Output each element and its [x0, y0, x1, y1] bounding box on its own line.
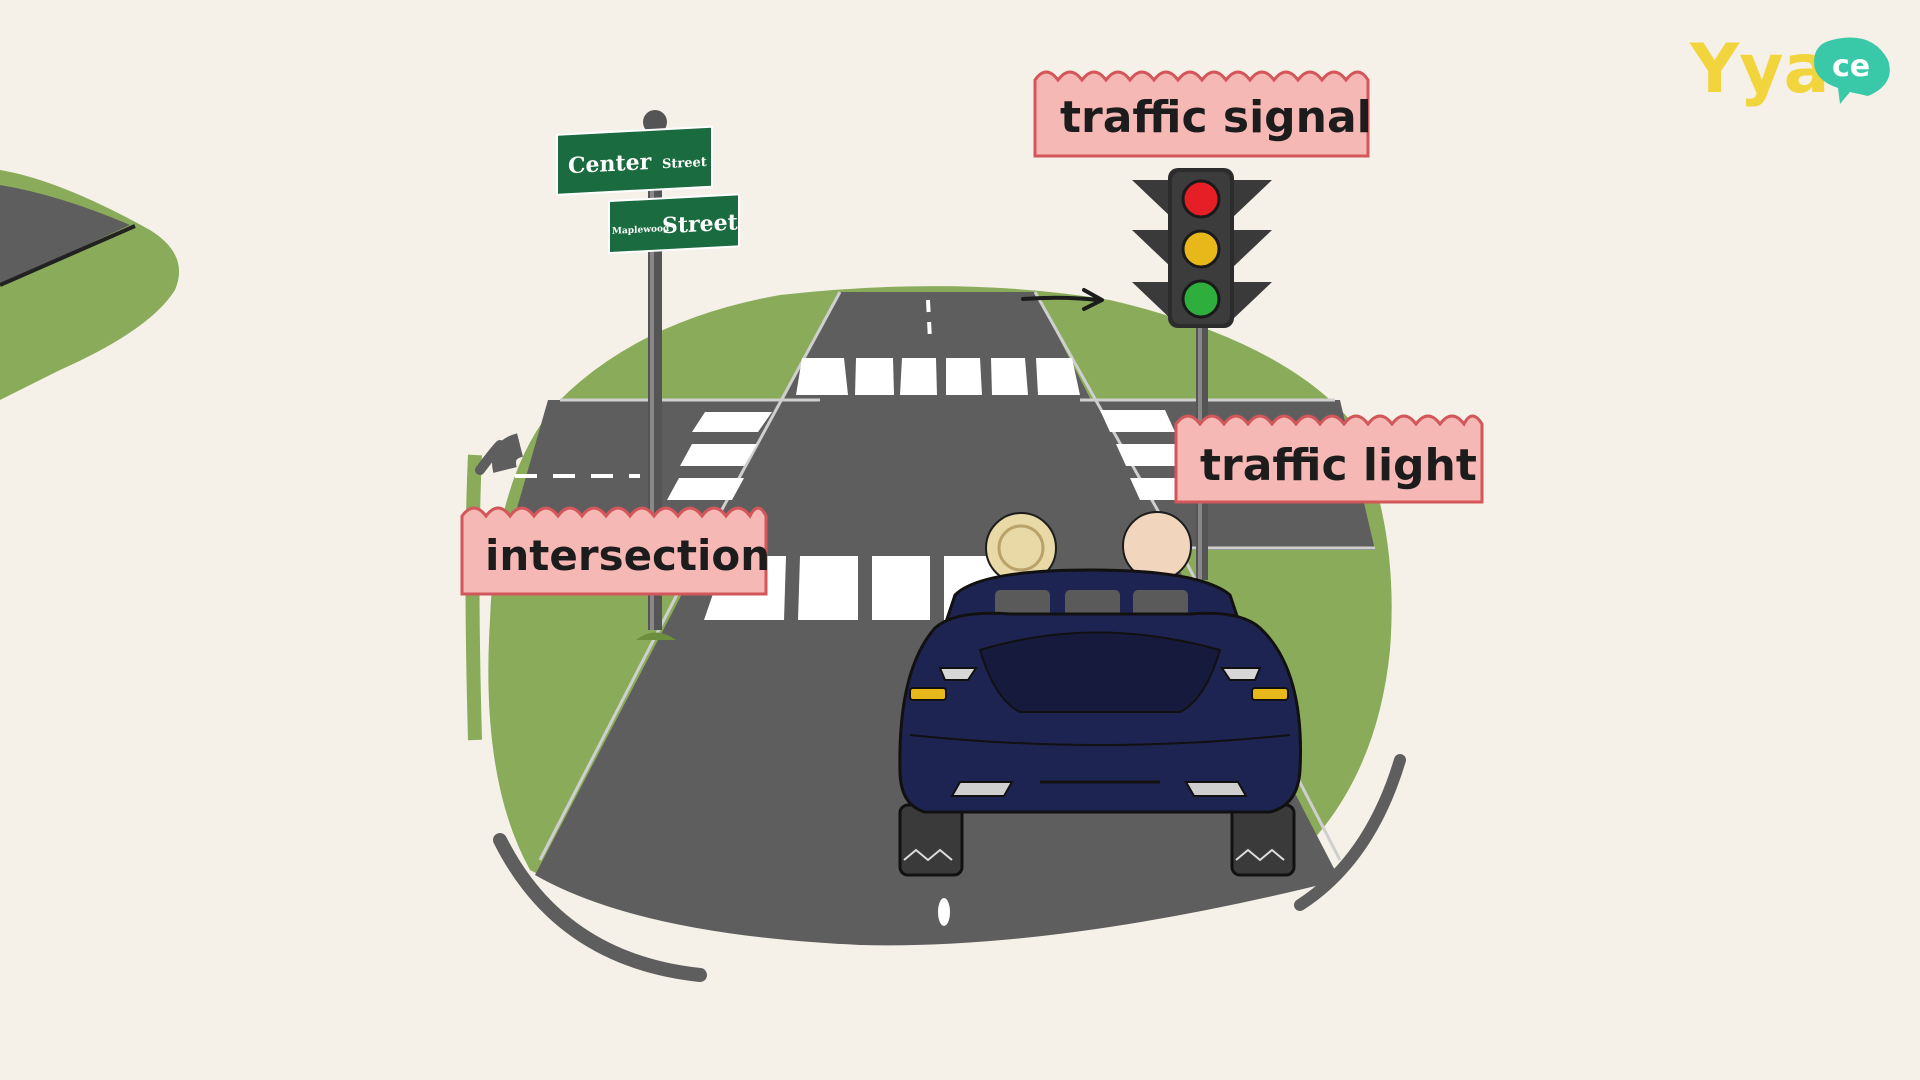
traffic-light-label: traffic light — [1174, 414, 1484, 504]
intersection-label-text: intersection — [485, 531, 770, 580]
street-sign-maplewood-name: Maplewood — [612, 224, 670, 237]
signal-yellow-lamp — [1181, 229, 1221, 269]
street-sign-center-suffix: Street — [662, 155, 707, 172]
logo-badge: ce — [1832, 49, 1870, 84]
street-sign-maplewood: Maplewood Street — [608, 193, 740, 255]
traffic-signal-label: traffic signal — [1033, 70, 1372, 158]
yoyace-logo: Yya ce — [1689, 30, 1890, 109]
street-sign-center: Center Street — [556, 125, 713, 196]
convertible-car-icon — [898, 511, 1302, 877]
arrow-icon — [1021, 288, 1104, 311]
signal-green-lamp — [1181, 279, 1221, 319]
signal-red-lamp — [1181, 179, 1221, 219]
traffic-light-label-text: traffic light — [1200, 440, 1477, 491]
left-road-fragment — [0, 170, 180, 400]
street-sign-center-name: Center — [568, 149, 652, 179]
traffic-signal-label-text: traffic signal — [1060, 92, 1372, 143]
logo-text: Yya — [1689, 30, 1829, 109]
intersection-label: intersection — [460, 506, 770, 596]
street-sign-maplewood-suffix: Street — [662, 209, 739, 239]
